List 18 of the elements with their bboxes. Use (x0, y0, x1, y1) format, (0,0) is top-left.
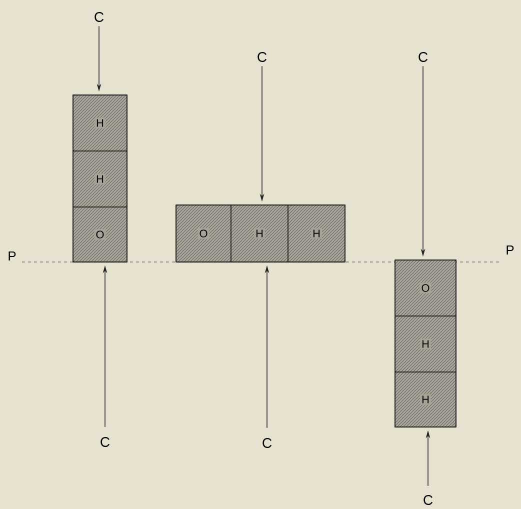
letter-label: C (418, 52, 428, 62)
axis-label: P (8, 252, 16, 260)
atom-block: O (72, 206, 128, 262)
atom-block: H (72, 150, 128, 208)
letter-label: C (100, 437, 110, 447)
atom-block: O (176, 204, 232, 262)
atom-block: H (230, 204, 288, 262)
letter-label: C (94, 12, 104, 22)
block-group (394, 260, 456, 428)
axis-label: P (506, 246, 514, 254)
atom-block: O (394, 260, 456, 316)
letter-label: C (262, 438, 272, 448)
atom-block: H (394, 316, 456, 372)
letter-label: C (258, 52, 267, 62)
letter-label: C (424, 495, 433, 505)
atom-block: H (72, 94, 128, 152)
atom-block: H (394, 372, 456, 428)
atom-block: H (288, 204, 346, 262)
